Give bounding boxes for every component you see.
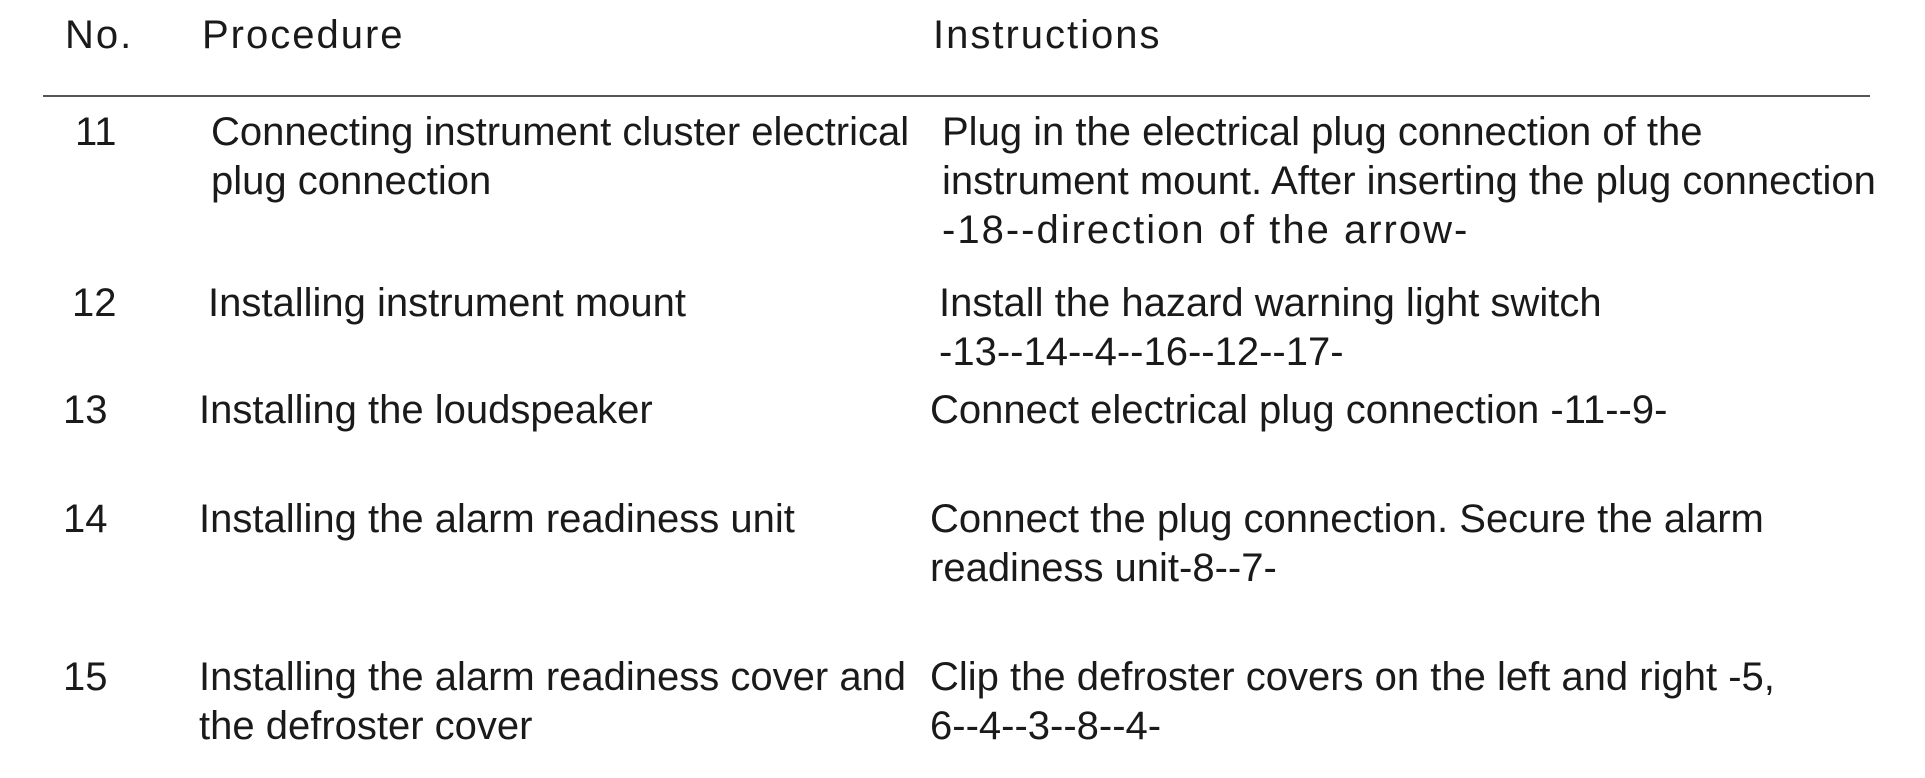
row-12-instructions: Install the hazard warning light switch … bbox=[939, 279, 1602, 377]
instructions-line: -18--direction of the arrow- bbox=[942, 208, 1470, 252]
header-instructions: Instructions bbox=[933, 13, 1162, 57]
instructions-line: -13--14--4--16--12--17- bbox=[939, 330, 1344, 374]
row-11-instructions: Plug in the electrical plug connection o… bbox=[942, 108, 1876, 255]
instructions-line: readiness unit-8--7- bbox=[930, 546, 1277, 590]
instructions-line: instrument mount. After inserting the pl… bbox=[942, 159, 1876, 203]
row-11-no: 11 bbox=[75, 110, 117, 154]
row-15-procedure: Installing the alarm readiness cover and… bbox=[199, 653, 906, 751]
procedure-line: Installing the alarm readiness unit bbox=[199, 497, 795, 541]
row-14-procedure: Installing the alarm readiness unit bbox=[199, 495, 795, 544]
row-13-procedure: Installing the loudspeaker bbox=[199, 386, 653, 435]
row-13-no: 13 bbox=[63, 388, 108, 432]
row-15-instructions: Clip the defroster covers on the left an… bbox=[930, 653, 1775, 751]
instructions-line: Clip the defroster covers on the left an… bbox=[930, 655, 1775, 699]
row-15-no: 15 bbox=[63, 655, 108, 699]
row-13-instructions: Connect electrical plug connection -11--… bbox=[930, 386, 1667, 435]
procedure-line: the defroster cover bbox=[199, 704, 533, 748]
row-14-instructions: Connect the plug connection. Secure the … bbox=[930, 495, 1764, 593]
header-no: No. bbox=[65, 13, 134, 57]
instructions-line: Install the hazard warning light switch bbox=[939, 281, 1602, 325]
row-14-no: 14 bbox=[63, 497, 108, 541]
instructions-line: Plug in the electrical plug connection o… bbox=[942, 110, 1703, 154]
procedure-line: Installing the alarm readiness cover and bbox=[199, 655, 907, 699]
instructions-line: Connect the plug connection. Secure the … bbox=[930, 497, 1764, 541]
procedure-line: Installing the loudspeaker bbox=[199, 388, 653, 432]
row-12-no: 12 bbox=[72, 281, 117, 325]
instructions-line: 6--4--3--8--4- bbox=[930, 704, 1162, 748]
row-11-procedure: Connecting instrument cluster electrical… bbox=[211, 108, 909, 206]
instructions-line: Connect electrical plug connection -11--… bbox=[930, 388, 1668, 432]
row-12-procedure: Installing instrument mount bbox=[208, 279, 686, 328]
procedure-line: Connecting instrument cluster electrical bbox=[211, 110, 910, 154]
header-procedure: Procedure bbox=[202, 13, 405, 57]
procedure-line: Installing instrument mount bbox=[208, 281, 687, 325]
procedure-line: plug connection bbox=[211, 159, 492, 203]
header-divider bbox=[43, 95, 1870, 97]
